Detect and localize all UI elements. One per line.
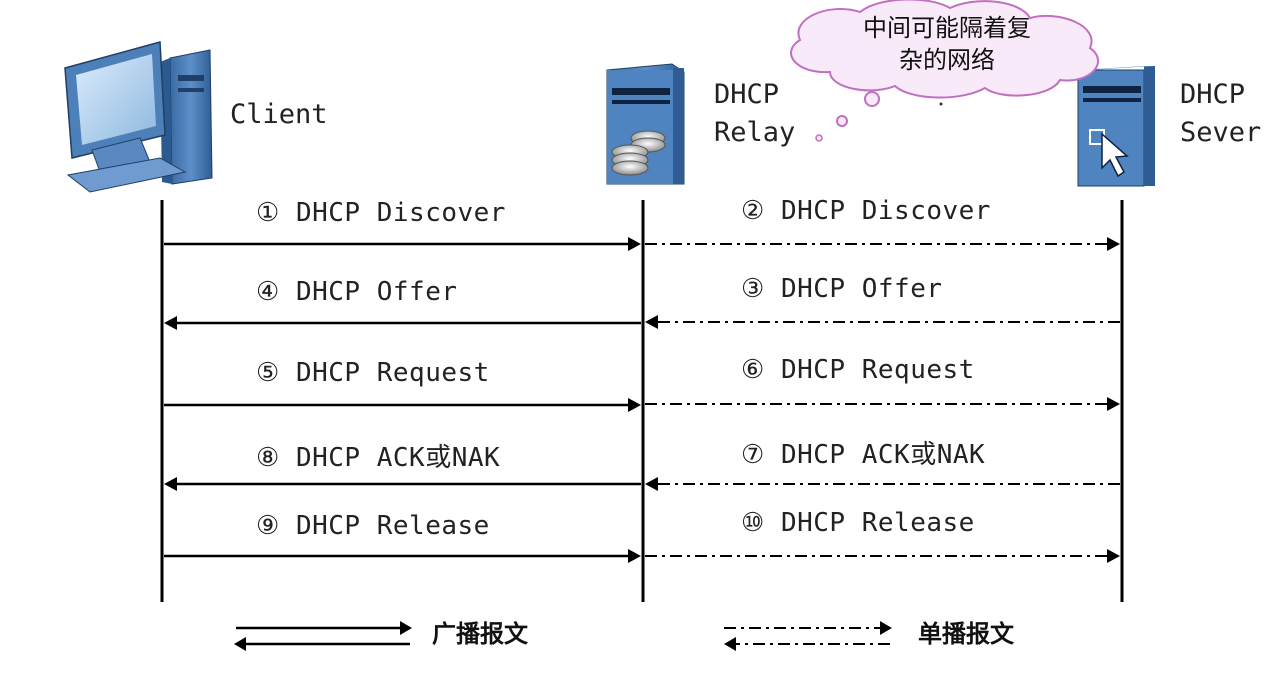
relay-label-line1: DHCP <box>714 79 780 110</box>
arrowhead-icon <box>645 477 658 491</box>
relay-server-icon <box>606 63 685 185</box>
legend-broadcast-symbol <box>234 621 412 651</box>
message-arrow-10 <box>645 549 1120 563</box>
message-label-3: ③ DHCP Offer <box>741 274 943 304</box>
message-label-6: ⑥ DHCP Request <box>741 355 975 385</box>
thought-cloud <box>790 0 1100 142</box>
arrowhead-icon <box>628 237 641 251</box>
client-label: Client <box>230 99 328 130</box>
message-label-8: ⑧ DHCP ACK或NAK <box>256 443 501 473</box>
message-arrow-2 <box>645 237 1120 251</box>
legend-broadcast-label: 广播报文 <box>432 620 528 648</box>
message-label-10: ⑩ DHCP Release <box>741 508 975 538</box>
message-label-1: ① DHCP Discover <box>256 198 506 228</box>
message-arrow-7 <box>645 477 1120 491</box>
relay-label-line2: Relay <box>714 117 796 148</box>
message-arrow-6 <box>645 397 1120 411</box>
arrowhead-icon <box>628 549 641 563</box>
legend-unicast-symbol <box>724 621 892 651</box>
message-arrow-8 <box>164 477 641 491</box>
arrowhead-icon <box>164 316 177 330</box>
message-label-7: ⑦ DHCP ACK或NAK <box>741 440 986 470</box>
arrowhead-icon <box>164 477 177 491</box>
cloud-text: 中间可能隔着复 杂的网络 <box>832 12 1062 76</box>
desktop-computer-icon <box>64 41 213 193</box>
message-arrow-5 <box>164 398 641 412</box>
message-label-9: ⑨ DHCP Release <box>256 511 490 541</box>
server-label: DHCP Sever <box>1180 76 1261 152</box>
cloud-text-line1: 中间可能隔着复 <box>863 14 1031 42</box>
server-label-line2: Sever <box>1180 117 1262 148</box>
message-label-5: ⑤ DHCP Request <box>256 358 490 388</box>
message-label-4: ④ DHCP Offer <box>256 277 458 307</box>
arrowhead-icon <box>645 315 658 329</box>
arrowhead-icon <box>1107 549 1120 563</box>
arrowhead-icon <box>1107 237 1120 251</box>
message-label-2: ② DHCP Discover <box>741 196 991 226</box>
message-arrow-3 <box>645 315 1120 329</box>
server-label-line1: DHCP <box>1180 79 1246 110</box>
dhcp-server-icon <box>1077 66 1155 187</box>
message-arrow-4 <box>164 316 641 330</box>
arrowhead-icon <box>1107 397 1120 411</box>
message-arrow-1 <box>164 237 641 251</box>
message-arrow-9 <box>164 549 641 563</box>
relay-label: DHCP Relay <box>714 76 795 152</box>
cloud-text-line2: 杂的网络 <box>899 46 995 74</box>
arrowhead-icon <box>628 398 641 412</box>
legend-unicast-label: 单播报文 <box>918 620 1014 648</box>
